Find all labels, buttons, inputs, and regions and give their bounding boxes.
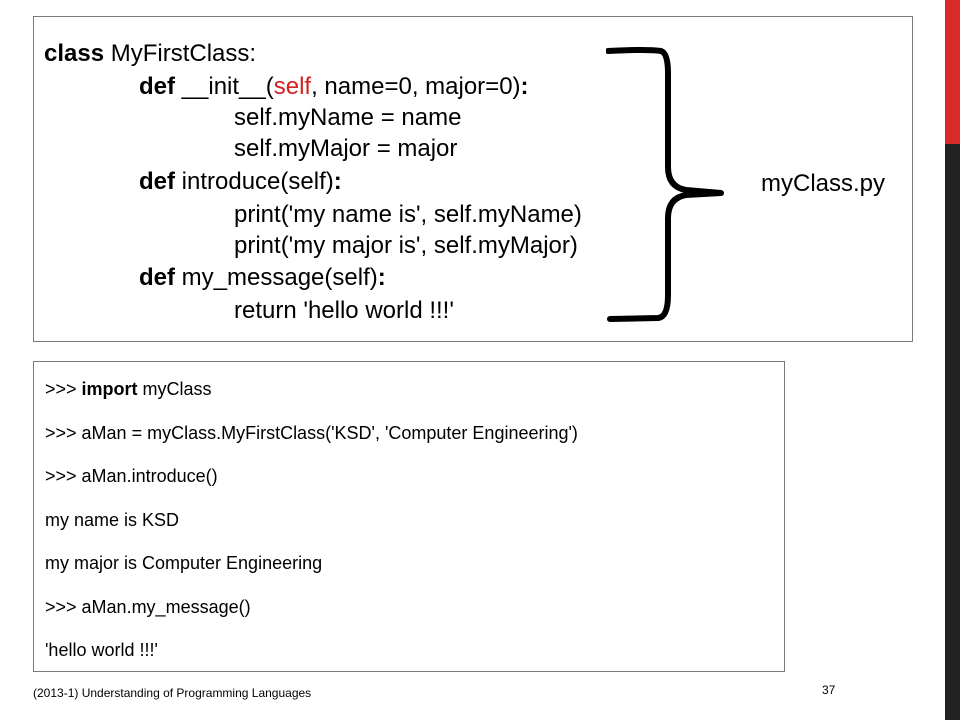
repl-text: myClass	[137, 379, 212, 399]
code-line-2: def __init__(self, name=0, major=0):	[139, 72, 529, 102]
footer-course-title: (2013-1) Understanding of Programming La…	[33, 686, 312, 700]
repl-line-2: >>> aMan = myClass.MyFirstClass('KSD', '…	[45, 423, 578, 443]
repl-line-4: my name is KSD	[45, 510, 180, 530]
code-text: , name=0, major=0)	[311, 73, 521, 100]
file-name-label: myClass.py	[761, 170, 886, 197]
code-line-3: self.myName = name	[234, 104, 462, 131]
keyword: def	[139, 73, 175, 100]
repl-line-3: >>> aMan.introduce()	[45, 466, 218, 486]
repl-line-6: >>> aMan.my_message()	[45, 597, 251, 617]
code-line-7: print('my major is', self.myMajor)	[234, 232, 578, 259]
page-number: 37	[822, 683, 836, 697]
repl-line-1: >>> import myClass	[45, 378, 212, 400]
keyword: def	[139, 264, 175, 291]
keyword: import	[81, 379, 138, 399]
colon: :	[377, 264, 386, 291]
curly-brace-icon	[606, 47, 724, 322]
keyword: def	[139, 168, 175, 195]
code-line-1: class MyFirstClass:	[44, 39, 256, 69]
code-line-4: self.myMajor = major	[234, 135, 458, 162]
repl-session-box: >>> import myClass >>> aMan = myClass.My…	[33, 361, 785, 672]
code-text: MyFirstClass:	[104, 40, 257, 67]
accent-bar-dark	[945, 144, 960, 720]
keyword: class	[44, 40, 105, 67]
colon: :	[520, 73, 529, 100]
colon: :	[333, 168, 342, 195]
repl-line-5: my major is Computer Engineering	[45, 553, 323, 573]
code-text: my_message(self)	[175, 264, 378, 291]
repl-prompt: >>>	[45, 379, 82, 399]
code-text: introduce(self)	[175, 168, 334, 195]
code-text: __init__(	[175, 73, 274, 100]
code-line-6: print('my name is', self.myName)	[234, 201, 582, 228]
repl-line-7: 'hello world !!!'	[45, 640, 158, 660]
accent-bar-red	[945, 0, 960, 144]
code-box: class MyFirstClass: def __init__(self, n…	[33, 16, 913, 342]
code-line-5: def introduce(self):	[139, 167, 342, 197]
code-line-8: def my_message(self):	[139, 263, 386, 293]
self-param: self	[273, 73, 312, 100]
code-line-9: return 'hello world !!!'	[234, 297, 454, 324]
